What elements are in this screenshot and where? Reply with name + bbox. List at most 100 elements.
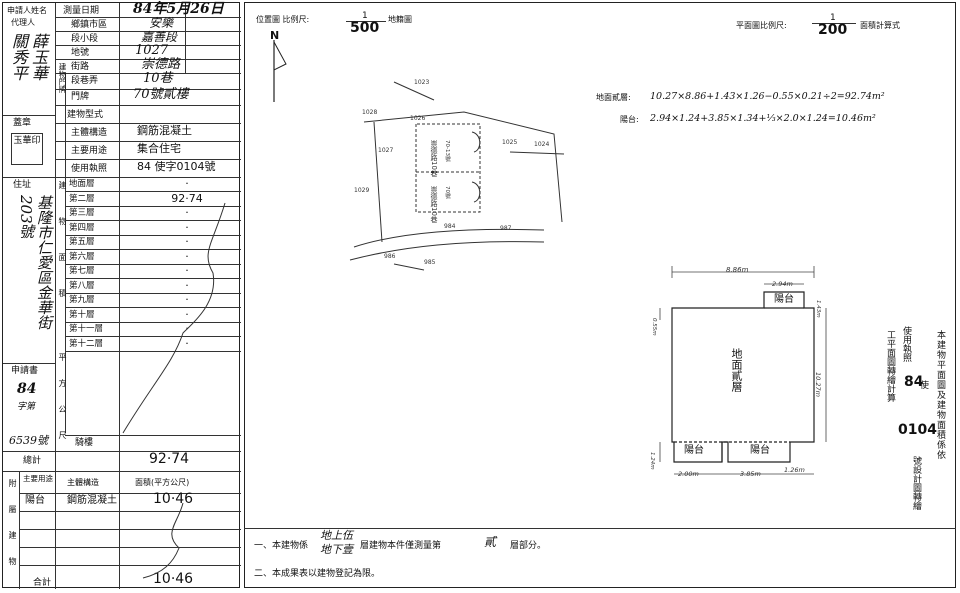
dim-bottom-a: 2.00m	[678, 470, 699, 478]
note-col2-b: 使	[920, 381, 930, 391]
map-road-b: 崇德路10巷	[430, 186, 438, 223]
note-col2-a: 使用執照	[901, 326, 911, 362]
map-lot-label: 1029	[354, 187, 369, 194]
total-value: 92·74	[149, 451, 190, 467]
license-label: 使用執照	[71, 164, 108, 174]
plan-floor-label: 地面貳層	[730, 348, 743, 392]
survey-date: 84年5月26日	[133, 1, 224, 17]
building-location-label: 建物門牌	[58, 63, 67, 93]
apply-year: 84	[17, 381, 37, 397]
map-lot-label: 1026	[410, 115, 425, 122]
location-map-label: 位置圖 比例尺:	[256, 15, 310, 24]
floor-row: 第十二層 ·	[65, 337, 241, 352]
map-lot-label: 1024	[534, 141, 549, 148]
floor-row: 第七層·	[65, 264, 241, 279]
aux-group-label: 附屬建物	[8, 479, 17, 583]
floor-row: 第九層 ·	[65, 293, 241, 308]
map-lot-label: 984	[444, 223, 456, 230]
floor-area: ·	[185, 278, 189, 292]
calc-floor-formula: 10.27×8.86+1.43×1.26−0.55×0.21÷2=92.74m²	[650, 91, 885, 102]
floor-row: 第三層 ·	[65, 206, 241, 221]
dim-bottom-c: 1.26m	[784, 466, 805, 474]
section-label: 段小段	[71, 34, 99, 44]
map-lot-label: 1025	[502, 139, 517, 146]
floor-name: 第十層	[69, 309, 95, 320]
note2: 二、本成果表以建物登記為限。	[254, 569, 381, 579]
dim-right-height: 10.27m	[814, 372, 822, 397]
structure-heading: 建物型式	[67, 110, 104, 120]
street-label: 街路	[71, 62, 90, 72]
floor-name: 第七層	[69, 266, 95, 276]
aux-total-value: 10·46	[153, 571, 194, 587]
map-house-b: 70號	[444, 186, 451, 200]
door-label: 門牌	[71, 92, 90, 102]
floor-row: 第八層·	[65, 279, 241, 294]
dim-right-small: 1.43m	[815, 300, 821, 318]
dim-bottom-b: 3.85m	[740, 470, 761, 478]
floor-row: 第五層·	[65, 235, 241, 250]
floor-name: 第六層	[69, 251, 95, 262]
lot-label: 地號	[71, 48, 90, 58]
dim-balcony-width: 2.94m	[772, 280, 793, 288]
lot-value: 1027	[135, 43, 169, 58]
address-value: 基隆市仁愛區金華街203號	[17, 195, 53, 330]
map-lot-label: 1027	[378, 147, 393, 154]
note-col2-num: 0104	[898, 422, 937, 438]
township-value: 安樂	[149, 16, 174, 30]
apply-word: 字第	[17, 402, 36, 412]
plan-scale-suffix: 面積計算式	[860, 21, 900, 30]
floor-name: 第二層	[69, 193, 95, 204]
floor-name: 第十二層	[69, 338, 104, 349]
agent-label: 代理人	[11, 18, 35, 27]
applicant-name: 關秀平	[9, 33, 28, 81]
aux-struct-value: 鋼筋混凝土	[67, 495, 117, 506]
north-label: N	[270, 29, 280, 42]
dim-top-small: 1.24m	[649, 452, 655, 470]
attached-label: 騎樓	[75, 438, 94, 448]
floor-area: ·	[185, 293, 189, 306]
plan-scale-den: 200	[818, 22, 848, 38]
aux-use-label: 主要用途	[23, 474, 53, 483]
dim-top-width: 8.86m	[726, 266, 749, 274]
location-map-suffix: 地籍圖	[388, 15, 412, 24]
dim-left-small: 0.55m	[651, 318, 657, 336]
floor-name: 第九層	[69, 295, 95, 305]
plan-frame	[244, 2, 956, 588]
floor-row: 地面層·	[65, 177, 241, 192]
location-scale-num: 1	[362, 11, 368, 21]
aux-struct-label: 主體構造	[67, 478, 99, 487]
calc-floor-label: 地面貳層:	[596, 93, 631, 102]
main-structure-value: 鋼筋混凝土	[137, 124, 192, 137]
seal-label: 蓋章	[13, 118, 32, 128]
seal-stamp: 玉華印	[11, 133, 43, 165]
plan-scale-label: 平面圖比例尺:	[736, 21, 787, 30]
street-value: 崇德路	[141, 57, 181, 72]
alley-value: 10巷	[143, 71, 173, 86]
note-col2-c: 號設計圖轉繪	[911, 456, 921, 510]
main-use-label: 主要用途	[71, 146, 108, 156]
floor-area: ·	[185, 220, 189, 234]
aux-use-value: 陽台	[25, 495, 45, 506]
map-lot-label: 985	[424, 259, 436, 266]
floor-area: ·	[185, 336, 189, 350]
floor-area: ·	[185, 177, 189, 190]
floor-row: 第四層·	[65, 221, 241, 236]
note1-a: 一、本建物係	[254, 541, 309, 551]
floor-name: 第三層	[69, 208, 95, 218]
floor-area: ·	[185, 249, 189, 263]
north-arrow-icon	[273, 40, 287, 102]
floor-row: 第六層 ·	[65, 250, 241, 265]
plan-balcony-top: 陽台	[774, 294, 794, 305]
applicant-label: 申請人姓名	[7, 6, 47, 15]
door-value: 70號貳樓	[133, 87, 189, 102]
main-structure-label: 主體構造	[71, 128, 108, 138]
address-label: 住址	[13, 180, 32, 190]
floor-area: ·	[185, 307, 189, 321]
floor-area: ·	[185, 206, 189, 219]
map-house-a: 70-13號	[444, 140, 451, 163]
aux-total-label: 合計	[33, 578, 52, 588]
calc-balcony-label: 陽台:	[620, 115, 639, 124]
apply-label: 申請書	[11, 366, 39, 376]
floor-name: 第五層	[69, 237, 95, 247]
